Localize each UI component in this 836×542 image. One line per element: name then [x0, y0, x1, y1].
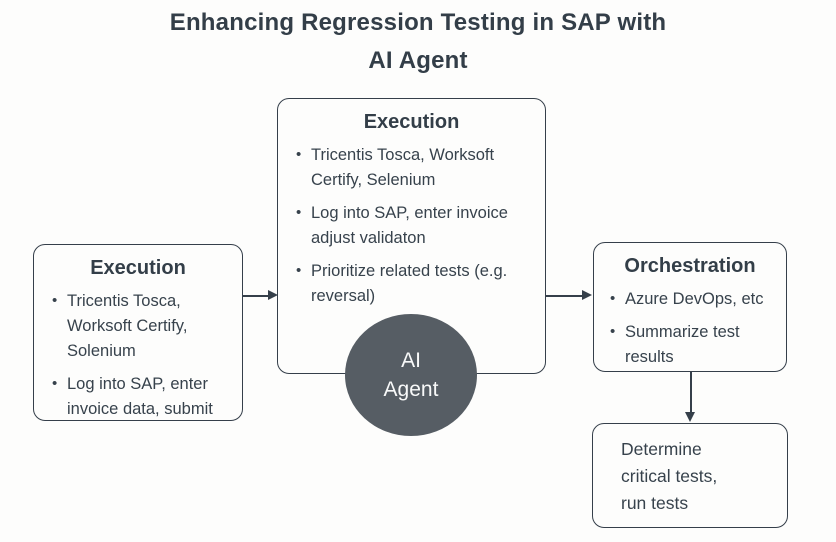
bullet-item: Log into SAP, enter invoice data, submit	[52, 371, 232, 422]
bullet-list: Azure DevOps, etc Summarize test results	[594, 286, 786, 370]
node-determine-tests: Determine critical tests, run tests	[592, 423, 788, 528]
bullet-list: Tricentis Tosca, Worksoft Certify, Solen…	[34, 288, 242, 422]
ai-agent-line1: AI	[401, 349, 421, 372]
node-text-line2: critical tests,	[621, 466, 718, 486]
node-text-line3: run tests	[621, 493, 689, 513]
bullet-item: Tricentis Tosca, Worksoft Certify, Solen…	[52, 288, 232, 364]
bullet-list: Tricentis Tosca, Worksoft Certify, Selen…	[278, 142, 545, 309]
diagram-title-line1: Enhancing Regression Testing in SAP with	[169, 9, 667, 36]
ai-agent-line2: Agent	[383, 378, 439, 401]
bullet-item: Summarize test results	[610, 319, 778, 370]
bullet-item: Prioritize related tests (e.g. reversal)	[296, 258, 537, 309]
bullet-item: Azure DevOps, etc	[610, 286, 778, 312]
arrow-line	[690, 372, 692, 413]
arrowhead-icon	[685, 412, 695, 422]
node-text: Determine critical tests, run tests	[621, 436, 779, 517]
diagram-title-line2: AI Agent	[368, 47, 468, 74]
bullet-item: Log into SAP, enter invoice adjust valid…	[296, 200, 537, 251]
arrow-line	[243, 295, 269, 297]
ai-agent-node: AI Agent	[345, 314, 477, 436]
arrowhead-icon	[582, 290, 592, 300]
node-title: Execution	[90, 257, 186, 279]
bullet-item: Tricentis Tosca, Worksoft Certify, Selen…	[296, 142, 537, 193]
node-title: Execution	[363, 111, 460, 133]
arrow-line	[546, 295, 583, 297]
node-title: Orchestration	[624, 255, 756, 277]
node-execution-main: Execution Tricentis Tosca, Worksoft Cert…	[277, 98, 546, 374]
arrowhead-icon	[268, 290, 278, 300]
node-orchestration: Orchestration Azure DevOps, etc Summariz…	[593, 242, 787, 372]
node-text-line1: Determine	[621, 439, 702, 459]
diagram-title: Enhancing Regression Testing in SAP with…	[0, 4, 836, 80]
node-execution-left: Execution Tricentis Tosca, Worksoft Cert…	[33, 244, 243, 421]
